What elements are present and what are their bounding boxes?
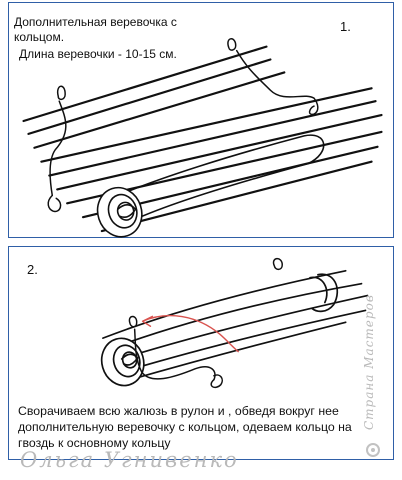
site-watermark-icon [366, 443, 380, 457]
ring-and-string [128, 257, 283, 389]
step-2-panel: 2. Сворачиваем всю жалюзь в рулон и , об… [8, 246, 394, 460]
site-watermark: Страна Мастеров [362, 294, 376, 430]
blind-slats [22, 45, 383, 233]
direction-arrow [142, 315, 240, 353]
rolled-blind-with-extra-string-illustration [22, 38, 383, 238]
step-1-title: Дополнительная веревочка с кольцом. [14, 15, 177, 44]
rolled-blind-long-tube [100, 269, 369, 387]
step-1-number: 1. [340, 19, 351, 34]
step-2-number: 2. [27, 262, 38, 277]
direction-arrow-head [141, 315, 154, 327]
step-1-panel: Дополнительная веревочка с кольцом. Длин… [8, 2, 394, 238]
blind-roll [96, 134, 325, 238]
author-watermark: Ольга Угнивенко [20, 448, 239, 472]
step-2-caption: Сворачиваем всю жалюзь в рулон и , обвед… [18, 404, 352, 450]
wrapped-roll-with-ring-illustration [100, 257, 369, 389]
extra-string-with-ring [47, 38, 319, 213]
string-length-note: Длина веревочки - 10-15 см. [19, 47, 177, 61]
